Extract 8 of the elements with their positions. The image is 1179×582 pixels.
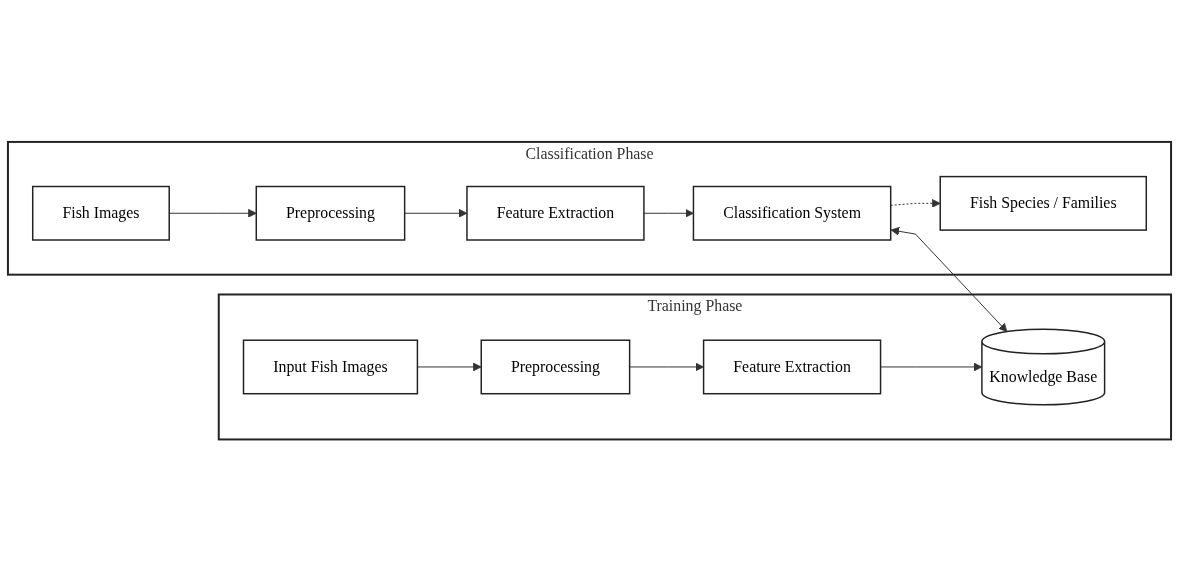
node-box: Fish Images: [31, 186, 170, 242]
node-box: Classification System: [692, 186, 892, 242]
node-box: Feature Extraction: [466, 186, 645, 242]
node-box: Preprocessing: [480, 339, 631, 395]
node-box: Fish Species / Families: [939, 176, 1148, 232]
node-box: Input Fish Images: [242, 339, 419, 395]
node-box: Preprocessing: [255, 186, 406, 242]
node-box: Feature Extraction: [702, 339, 882, 395]
